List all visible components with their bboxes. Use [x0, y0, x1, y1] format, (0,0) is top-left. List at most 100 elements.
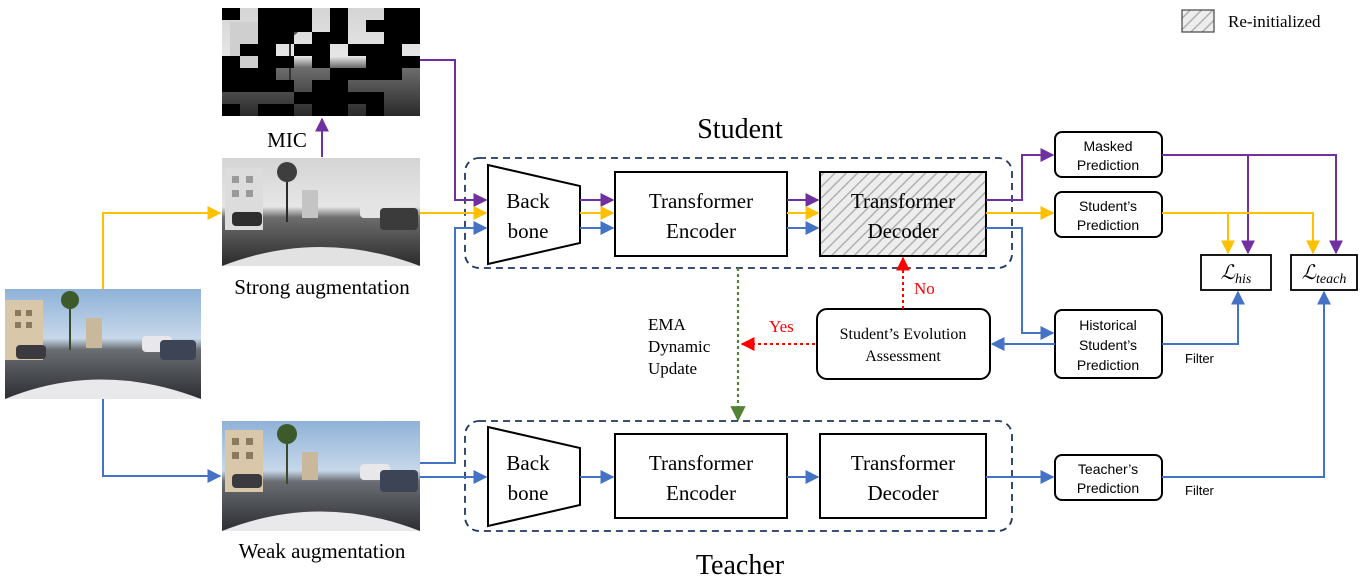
mask-patch — [402, 32, 420, 44]
mask-patch — [276, 8, 294, 20]
teacher-title: Teacher — [696, 550, 785, 581]
mask-patch — [330, 104, 348, 116]
weak-augmentation-label: Weak augmentation — [239, 539, 406, 563]
mic-mask-patches — [222, 8, 420, 116]
teachers-prediction-label-2: Prediction — [1077, 480, 1139, 496]
loss-his-box — [1200, 254, 1272, 291]
students-prediction-label-2: Prediction — [1077, 217, 1139, 233]
student-encoder-label-2: Encoder — [666, 219, 736, 243]
mask-patch — [222, 56, 240, 68]
mic-label: MIC — [267, 128, 307, 152]
loss-arrows — [1162, 154, 1343, 478]
mask-patch — [222, 68, 240, 80]
decoder-output-arrows — [986, 148, 1055, 340]
ema-label: EMA — [648, 315, 687, 334]
teacher-backbone-label-2: bone — [508, 481, 549, 505]
mask-patch — [258, 44, 276, 56]
mask-patch — [258, 32, 276, 44]
encoder-decoder-arrows — [787, 193, 820, 235]
teacher-encoder — [614, 433, 788, 519]
legend-label: Re-initialized — [1228, 12, 1321, 31]
student-title: Student — [697, 114, 783, 145]
mask-patch — [258, 80, 276, 92]
backbone-encoder-arrows — [580, 193, 615, 235]
masked-prediction-label: Masked — [1083, 138, 1132, 154]
teachers-prediction-label: Teacher’s — [1078, 461, 1138, 477]
weak-augmentation-image — [222, 421, 420, 531]
masked-prediction-label-2: Prediction — [1077, 157, 1139, 173]
evolution-assessment-label: Student’s Evolution — [840, 326, 967, 343]
student-backbone — [487, 163, 581, 266]
students-prediction-label: Student’s — [1079, 198, 1137, 214]
historical-prediction-label: Historical — [1079, 317, 1137, 333]
mask-patch — [402, 56, 420, 68]
mask-patch — [258, 68, 276, 80]
students-prediction-box — [1054, 191, 1163, 238]
loss-teach-label: ℒteach — [1302, 262, 1347, 287]
mask-patch — [384, 32, 402, 44]
mask-patch — [276, 20, 294, 32]
loss-his-label: ℒhis — [1221, 262, 1252, 287]
mask-patch — [366, 104, 384, 116]
filter-label-teacher: Filter — [1185, 483, 1215, 498]
mask-patch — [384, 8, 402, 20]
student-encoder-label: Transformer — [649, 189, 753, 213]
mask-patch — [312, 32, 330, 44]
mask-patch — [276, 56, 294, 68]
evolution-assessment-box — [816, 308, 991, 380]
mask-patch — [258, 8, 276, 20]
yes-label: Yes — [769, 317, 794, 336]
teacher-backbone-label: Back — [506, 451, 550, 475]
mask-patch — [240, 68, 258, 80]
teacher-backbone — [487, 425, 581, 528]
teacher-decoder-label: Transformer — [851, 451, 955, 475]
no-label: No — [914, 279, 935, 298]
student-backbone-label-2: bone — [508, 219, 549, 243]
strong-augmentation-label: Strong augmentation — [234, 275, 410, 299]
mask-patch — [222, 8, 240, 20]
evolution-assessment-label-2: Assessment — [865, 348, 941, 365]
mask-patch — [366, 20, 384, 32]
mask-patch — [366, 68, 384, 80]
mask-patch — [276, 80, 294, 92]
mask-patch — [330, 92, 348, 104]
strong-augmentation-image — [222, 158, 420, 266]
mask-patch — [384, 20, 402, 32]
mask-patch — [312, 104, 330, 116]
mask-patch — [294, 44, 312, 56]
mask-patch — [312, 80, 330, 92]
teacher-encoder-label-2: Encoder — [666, 481, 736, 505]
mask-patch — [348, 44, 366, 56]
student-encoder — [614, 171, 788, 257]
mask-patch — [366, 56, 384, 68]
mask-patch — [276, 104, 294, 116]
mask-patch — [366, 44, 384, 56]
mask-patch — [348, 92, 366, 104]
mask-patch — [330, 20, 348, 32]
student-input-arrows — [420, 59, 488, 464]
ema-label-2: Dynamic — [648, 337, 711, 356]
mask-patch — [222, 104, 240, 116]
student-backbone-label: Back — [506, 189, 550, 213]
mask-patch — [258, 104, 276, 116]
mask-patch — [240, 44, 258, 56]
mask-patch — [330, 32, 348, 44]
mask-patch — [402, 8, 420, 20]
ema-label-3: Update — [648, 359, 697, 378]
mask-patch — [348, 68, 366, 80]
student-decoder — [819, 171, 987, 257]
mask-patch — [366, 92, 384, 104]
original-image — [5, 289, 201, 399]
mask-patch — [312, 56, 330, 68]
historical-prediction-label-3: Prediction — [1077, 357, 1139, 373]
mask-patch — [330, 8, 348, 20]
mask-patch — [384, 56, 402, 68]
mask-patch — [294, 20, 312, 32]
mask-patch — [384, 44, 402, 56]
mask-patch — [276, 32, 294, 44]
legend-swatch — [1181, 9, 1215, 33]
mask-patch — [384, 68, 402, 80]
mask-patch — [330, 68, 348, 80]
